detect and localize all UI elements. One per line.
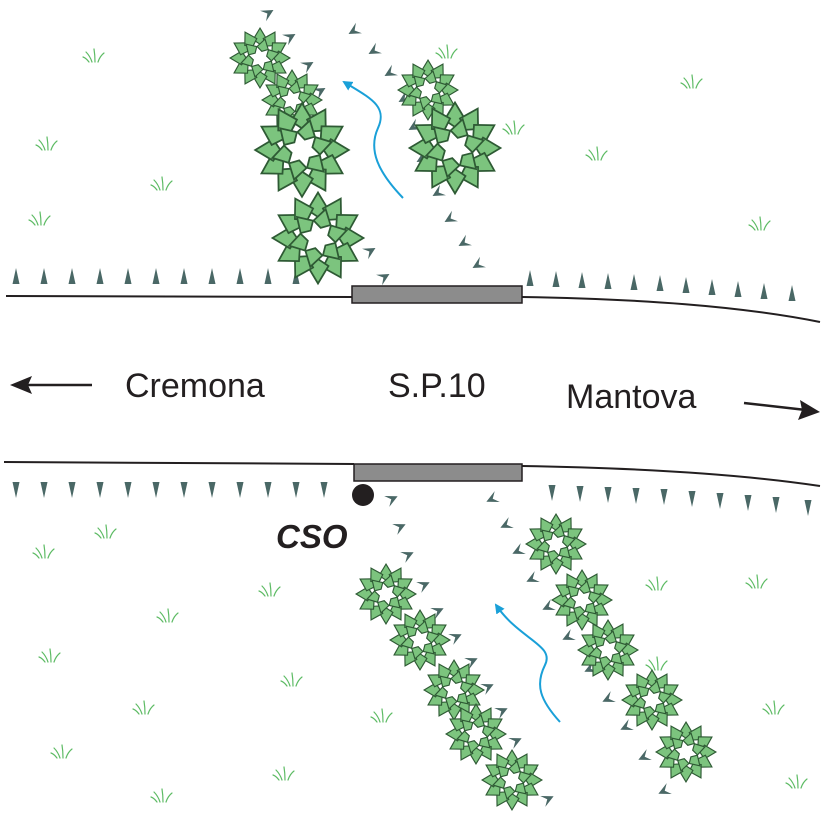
grass-tuft-icon xyxy=(762,700,785,715)
south-embankment xyxy=(12,482,812,516)
label-cremona: Cremona xyxy=(125,367,265,405)
grass-tuft-icon xyxy=(28,211,51,226)
bridge-south xyxy=(353,463,523,482)
grass-tuft-icon xyxy=(585,146,608,161)
grass-tuft-icon xyxy=(748,216,771,231)
tree-icon xyxy=(525,513,587,575)
grass-tuft-icon xyxy=(50,744,73,759)
label-road: S.P.10 xyxy=(388,367,486,405)
road-north-edge xyxy=(5,295,821,323)
grass-tuft-icon xyxy=(156,608,179,623)
grass-tuft-icon xyxy=(38,648,61,663)
bridge-north xyxy=(351,285,523,304)
grass-tuft-icon xyxy=(645,576,668,591)
cso-point-icon xyxy=(352,484,374,506)
grass-tuft-icon xyxy=(35,136,58,151)
grass-tuft-icon xyxy=(370,708,393,723)
left-arrow-icon xyxy=(10,376,92,394)
grass-tuft-icon xyxy=(745,574,768,589)
grass-tuft-icon xyxy=(150,788,173,803)
right-arrow-icon xyxy=(743,400,820,420)
tree-icon xyxy=(655,721,717,783)
flow-arrow-icon xyxy=(494,603,561,723)
tree-icon xyxy=(271,191,365,285)
grass-tufts xyxy=(28,44,808,803)
grass-tuft-icon xyxy=(272,766,295,781)
grass-tuft-icon xyxy=(785,774,808,789)
flow-arrow-icon xyxy=(342,80,404,199)
grass-tuft-icon xyxy=(502,120,525,135)
grass-tuft-icon xyxy=(82,48,105,63)
grass-tuft-icon xyxy=(32,544,55,559)
tree-icon xyxy=(551,569,613,631)
label-cso: CSO xyxy=(276,518,348,555)
grass-tuft-icon xyxy=(132,700,155,715)
grass-tuft-icon xyxy=(150,176,173,191)
label-mantova: Mantova xyxy=(566,378,696,416)
grass-tuft-icon xyxy=(94,524,117,539)
grass-tuft-icon xyxy=(258,582,281,597)
tree-icon xyxy=(254,102,350,198)
road-south-edge xyxy=(3,461,821,487)
grass-tuft-icon xyxy=(645,656,668,671)
grass-tuft-icon xyxy=(280,672,303,687)
tree-icon xyxy=(621,669,683,731)
grass-tuft-icon xyxy=(680,74,703,89)
grass-tuft-icon xyxy=(435,44,458,59)
south-vegetation xyxy=(355,513,717,811)
tree-icon xyxy=(408,101,502,195)
